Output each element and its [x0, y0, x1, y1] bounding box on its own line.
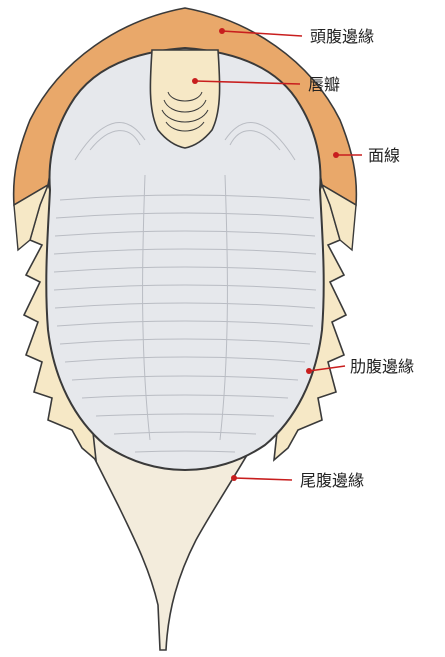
- label-pygidial-doublure: 尾腹邊緣: [300, 471, 364, 490]
- label-facial-suture: 面線: [368, 146, 400, 165]
- label-hypostome: 唇瓣: [308, 75, 340, 94]
- hypostome-shape: [150, 50, 219, 148]
- label-pleural-doublure: 肋腹邊緣: [350, 357, 414, 376]
- label-cephalic-doublure: 頭腹邊緣: [310, 27, 374, 46]
